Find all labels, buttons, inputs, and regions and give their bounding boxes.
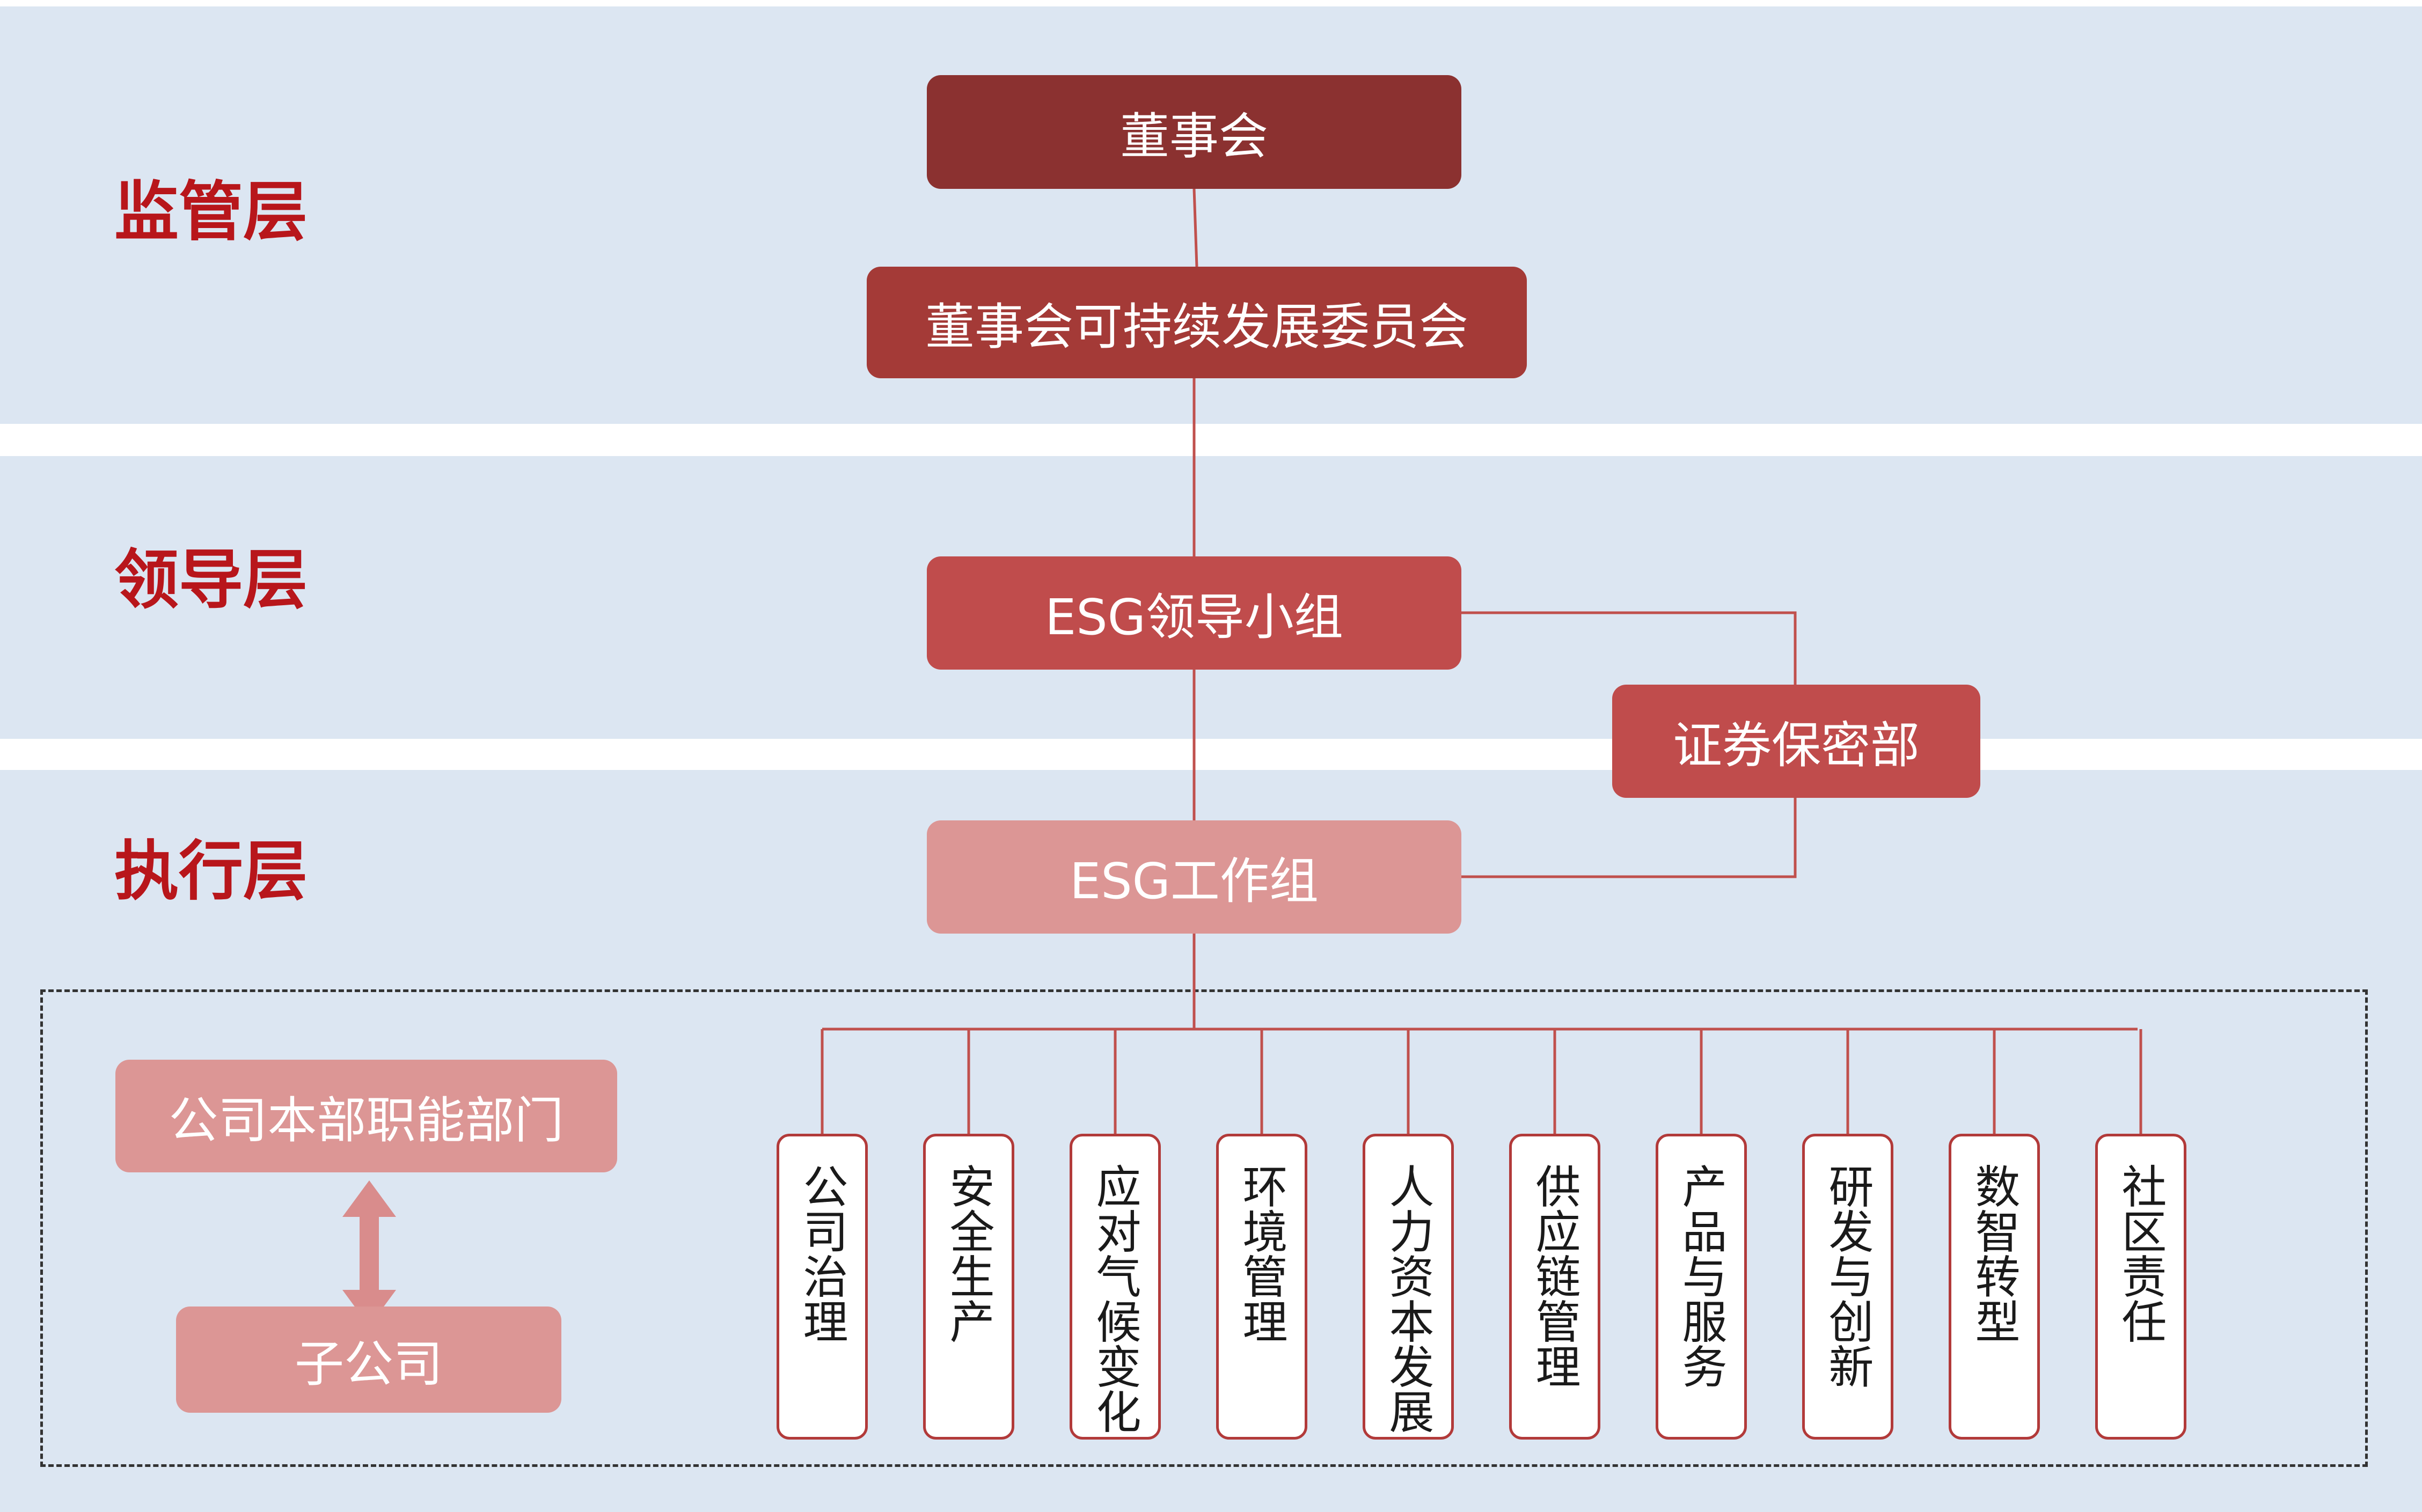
- dept-box: 公司治理: [777, 1134, 868, 1440]
- tier-label-supervision: 监管层: [114, 175, 308, 249]
- node-hq-departments: 公司本部职能部门: [115, 1060, 617, 1172]
- dept-box: 安全生产: [923, 1134, 1014, 1440]
- line-board-committee: [1192, 188, 1198, 267]
- dept-box: 研发与创新: [1802, 1134, 1893, 1440]
- dept-label: 人力资本发展: [1382, 1163, 1435, 1434]
- node-esg-leading-group: ESG领导小组: [927, 556, 1461, 670]
- dept-label: 应对气候变化: [1089, 1163, 1142, 1434]
- dept-box: 人力资本发展: [1363, 1134, 1454, 1440]
- node-securities-dept: 证券保密部: [1612, 685, 1980, 798]
- double-arrow-vertical-icon: [342, 1180, 396, 1326]
- dept-box: 数智转型: [1949, 1134, 2040, 1440]
- node-board: 董事会: [927, 75, 1461, 189]
- tier-label-leadership: 领导层: [114, 543, 308, 618]
- dept-label: 公司治理: [796, 1163, 848, 1344]
- node-esg-working-group: ESG工作组: [927, 820, 1461, 934]
- dept-box: 产品与服务: [1656, 1134, 1747, 1440]
- dept-label: 环境管理: [1235, 1163, 1288, 1344]
- dept-label: 社区责任: [2114, 1163, 2167, 1344]
- dept-box: 应对气候变化: [1070, 1134, 1161, 1440]
- dept-box: 社区责任: [2095, 1134, 2186, 1440]
- dept-label: 数智转型: [1968, 1163, 2021, 1344]
- node-sustainability-committee: 董事会可持续发展委员会: [867, 267, 1527, 378]
- node-subsidiaries: 子公司: [176, 1307, 561, 1413]
- dept-box: 供应链管理: [1509, 1134, 1600, 1440]
- dept-label: 安全生产: [942, 1163, 995, 1344]
- dept-label: 研发与创新: [1821, 1163, 1874, 1389]
- line-securities-working: [1461, 798, 1797, 878]
- tier-label-execution: 执行层: [114, 834, 308, 909]
- dept-group-box: [40, 989, 2368, 1467]
- dept-box: 环境管理: [1216, 1134, 1307, 1440]
- line-leading-securities: [1461, 611, 1797, 685]
- dept-label: 供应链管理: [1528, 1163, 1581, 1389]
- dept-label: 产品与服务: [1675, 1163, 1728, 1389]
